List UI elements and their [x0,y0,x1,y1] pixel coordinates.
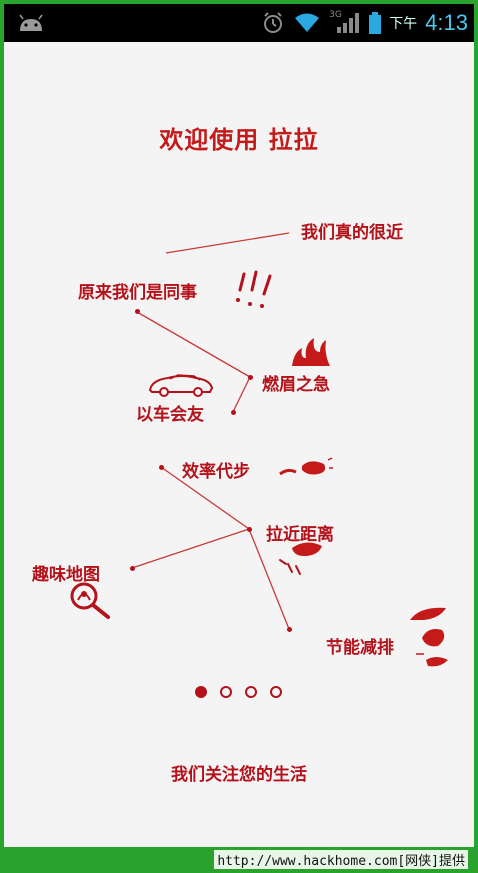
bandage-icon [279,542,322,575]
screen: 3G 下午 4:13 欢迎使用 拉拉 [4,4,474,847]
page-dot-4[interactable] [270,686,282,698]
connector-dot [248,375,253,380]
exclamation-marks-icon [236,270,272,308]
feature-map: 趣味地图 [32,565,100,585]
page-dot-1[interactable] [195,686,207,698]
leaf-icon [410,607,448,667]
android-icon [19,14,43,31]
welcome-title: 欢迎使用 拉拉 [159,126,319,154]
watermark-bar: http://www.hackhome.com[网侠]提供 [0,847,478,873]
feature-colleague: 原来我们是同事 [78,283,197,303]
feature-closer: 拉近距离 [266,525,334,545]
page-indicator [195,686,282,698]
map-search-icon [70,582,110,619]
car-icon [148,374,214,397]
feature-near: 我们真的很近 [301,223,403,243]
alarm-icon [264,12,283,33]
connector-dot [130,566,135,571]
page-dot-3[interactable] [245,686,257,698]
feature-urgent: 燃眉之急 [262,375,330,395]
page-dot-2[interactable] [220,686,232,698]
connector-dot [135,309,140,314]
status-ampm: 下午 [389,16,418,32]
feature-efficiency: 效率代步 [182,462,250,482]
feature-car-friends: 以车会友 [136,405,204,425]
wifi-icon [295,13,320,32]
connector-dot [159,465,164,470]
status-time: 4:13 [425,10,468,35]
battery-icon [369,12,382,34]
fire-icon [292,338,330,366]
status-icons: 3G 下午 4:13 [261,4,468,42]
watermark-text: http://www.hackhome.com[网侠]提供 [214,850,468,869]
connector-lines [131,232,290,630]
status-bar: 3G 下午 4:13 [4,4,474,42]
speed-icon [279,457,333,476]
network-badge: 3G [329,10,342,20]
feature-eco: 节能减排 [326,638,394,658]
connector-dot [247,527,252,532]
connector-dot [231,410,236,415]
footer-tagline: 我们关注您的生活 [171,765,307,785]
signal-icon: 3G [329,10,361,35]
connector-dot [287,627,292,632]
